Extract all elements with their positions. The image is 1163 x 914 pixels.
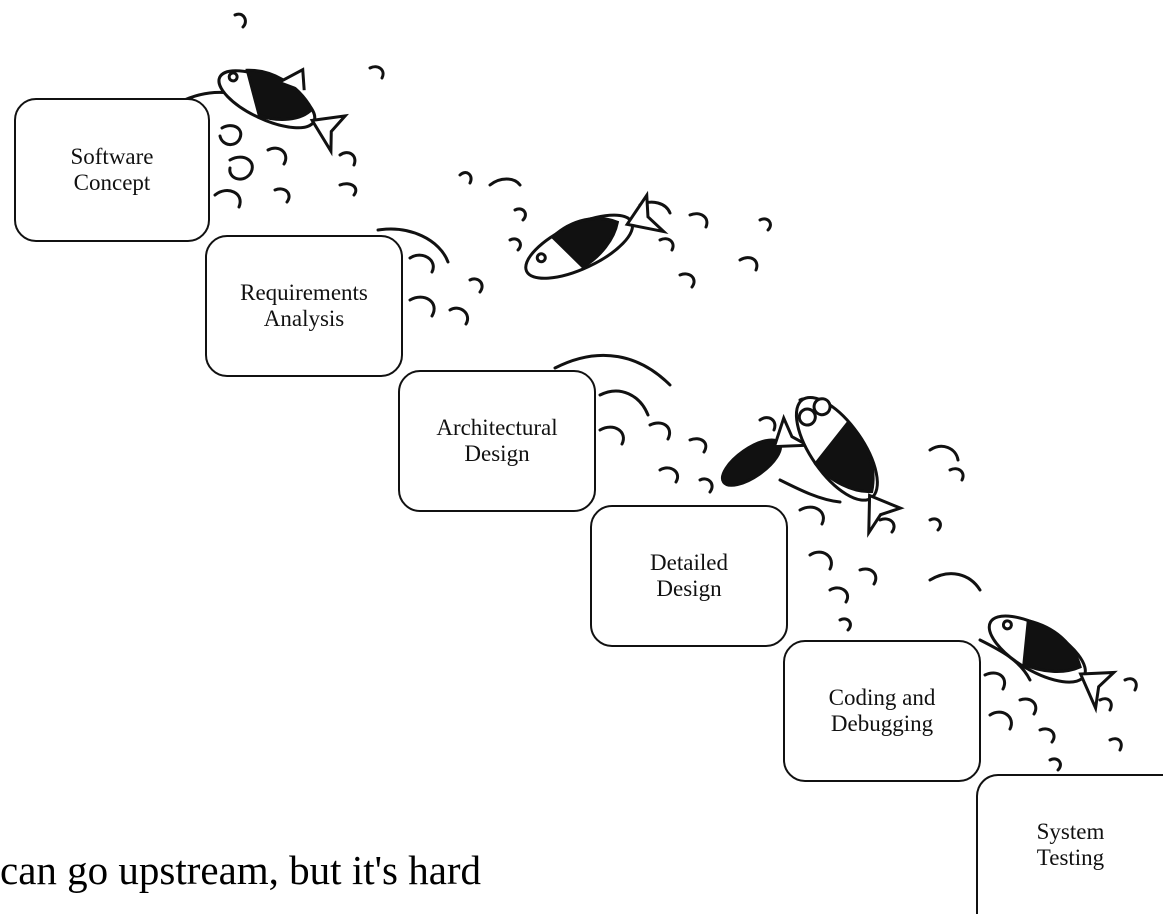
stage-label-line2: Analysis [263, 306, 345, 331]
stage-label-line2: Design [656, 576, 722, 601]
stage-software-concept: Software Concept [14, 98, 210, 242]
stage-label-line2: Debugging [830, 711, 934, 736]
stage-coding-and-debugging: Coding and Debugging [783, 640, 981, 782]
stage-label-line1: Software [70, 143, 154, 169]
stage-system-testing: System Testing [976, 774, 1163, 914]
stage-label-line1: Requirements [240, 279, 368, 305]
stage-label-line1: Detailed [650, 549, 728, 575]
stage-architectural-design: Architectural Design [398, 370, 596, 512]
stage-label-line1: Coding and [828, 684, 936, 710]
stage-detailed-design: Detailed Design [590, 505, 788, 647]
stage-label-line1: System [1036, 818, 1105, 844]
stage-label-line2: Testing [1036, 845, 1105, 870]
stage-label-line2: Design [464, 441, 530, 466]
stage-label-line2: Concept [73, 170, 151, 195]
stage-requirements-analysis: Requirements Analysis [205, 235, 403, 377]
stage-label-line1: Architectural [436, 414, 558, 440]
caption-text: can go upstream, but it's hard [0, 847, 482, 893]
